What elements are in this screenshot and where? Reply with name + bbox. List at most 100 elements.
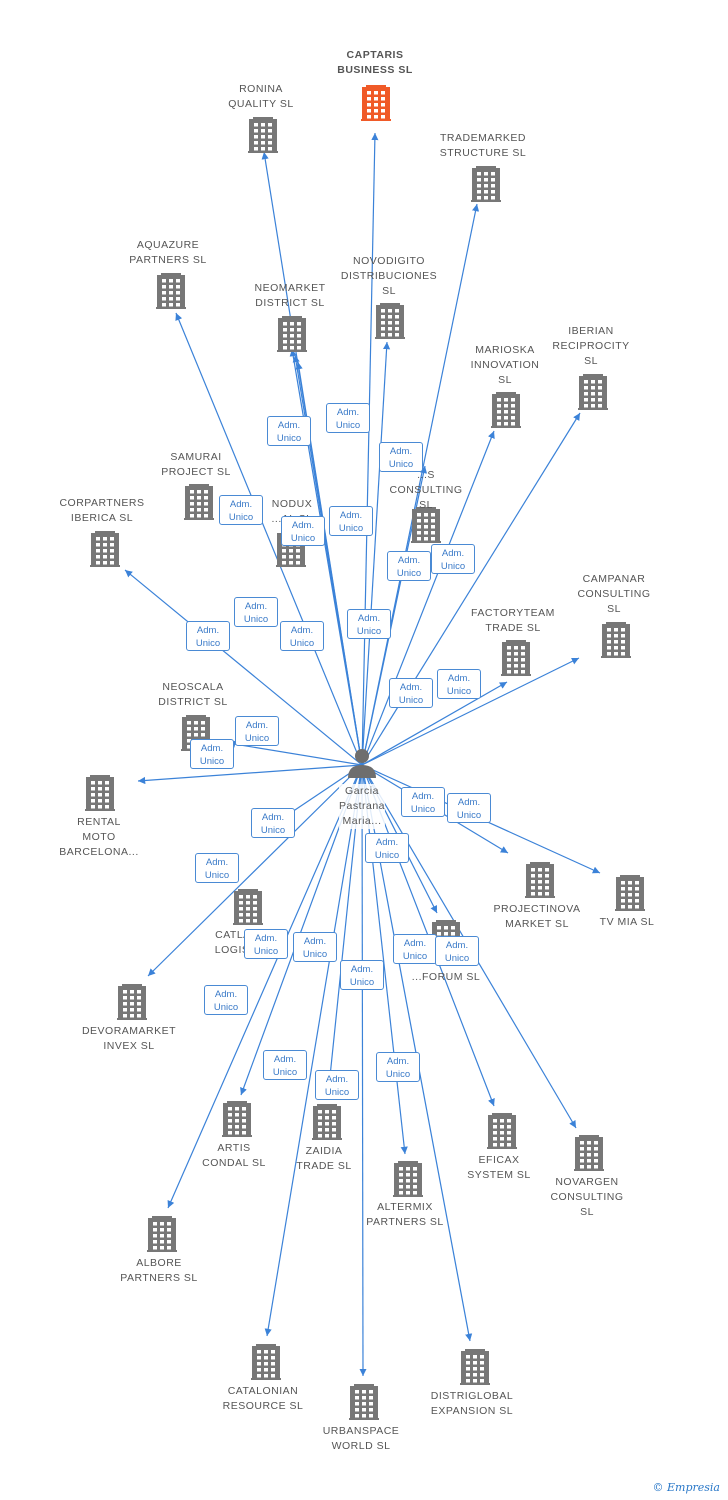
company-label-rental[interactable]: RENTAL MOTO BARCELONA... bbox=[59, 816, 139, 858]
catalonian-building-icon[interactable] bbox=[251, 1344, 281, 1380]
role-badge-trademarked[interactable]: Adm.Unico bbox=[379, 442, 423, 472]
albore-building-icon[interactable] bbox=[147, 1216, 177, 1252]
rental-building-icon[interactable] bbox=[85, 775, 115, 811]
role-badge-eficax[interactable]: Adm.Unico bbox=[393, 934, 437, 964]
node-layer bbox=[85, 85, 645, 1420]
role-badge-corpartners[interactable]: Adm.Unico bbox=[186, 621, 230, 651]
iberian-building-icon[interactable] bbox=[578, 374, 608, 410]
role-badge-marioska[interactable]: Adm.Unico bbox=[387, 551, 431, 581]
company-label-captaris[interactable]: CAPTARIS BUSINESS SL bbox=[337, 49, 413, 76]
role-badge-campanar[interactable]: Adm.Unico bbox=[437, 669, 481, 699]
corpartners-building-icon[interactable] bbox=[90, 531, 120, 567]
company-label-zaidia[interactable]: ZAIDIA TRADE SL bbox=[296, 1145, 352, 1172]
artis-building-icon[interactable] bbox=[222, 1101, 252, 1137]
zaidia-building-icon[interactable] bbox=[312, 1104, 342, 1140]
role-badge-line2: Unico bbox=[338, 523, 364, 534]
company-label-devoramarket[interactable]: DEVORAMARKET INVEX SL bbox=[81, 1025, 177, 1052]
company-label-iberian[interactable]: IBERIAN RECIPROCITY SL bbox=[552, 325, 630, 367]
aquazure-building-icon[interactable] bbox=[156, 273, 186, 309]
company-label-marioska[interactable]: MARIOSKA INNOVATION SL bbox=[470, 344, 540, 386]
role-badge-neoscala[interactable]: Adm.Unico bbox=[235, 716, 279, 746]
role-badge-rental[interactable]: Adm.Unico bbox=[190, 739, 234, 769]
samurai-building-icon[interactable] bbox=[184, 484, 214, 520]
company-label-urbanspace[interactable]: URBANSPACE WORLD SL bbox=[322, 1425, 400, 1452]
company-label-artis[interactable]: ARTIS CONDAL SL bbox=[202, 1142, 266, 1169]
captaris-building-icon[interactable] bbox=[361, 85, 391, 121]
company-label-factoryteam[interactable]: FACTORYTEAM TRADE SL bbox=[471, 607, 555, 634]
company-label-projectinova[interactable]: PROJECTINOVA MARKET SL bbox=[493, 903, 581, 930]
role-badge-samurai[interactable]: Adm.Unico bbox=[234, 597, 278, 627]
company-label-altermix[interactable]: ALTERMIX PARTNERS SL bbox=[366, 1201, 444, 1228]
company-label-consulting_mid[interactable]: ...S CONSULTING SL bbox=[389, 469, 463, 511]
role-badge-novargen[interactable]: Adm.Unico bbox=[435, 936, 479, 966]
company-label-albore[interactable]: ALBORE PARTNERS SL bbox=[120, 1257, 198, 1284]
role-badge-ronina[interactable]: Adm.Unico bbox=[267, 416, 311, 446]
trademarked-building-icon[interactable] bbox=[471, 166, 501, 202]
neomarket-building-icon[interactable] bbox=[277, 316, 307, 352]
company-label-neoscala[interactable]: NEOSCALA DISTRICT SL bbox=[158, 681, 228, 708]
role-badge-line2: Unico bbox=[228, 512, 254, 523]
catland-building-icon[interactable] bbox=[233, 889, 263, 925]
company-label-forum[interactable]: ...FORUM SL bbox=[411, 971, 481, 983]
role-badge-line1: Adm. bbox=[273, 1054, 297, 1065]
role-badge-urbanspace[interactable]: Adm.Unico bbox=[315, 1070, 359, 1100]
role-badge-consulting_mid[interactable]: Adm.Unico bbox=[347, 609, 391, 639]
company-label-corpartners[interactable]: CORPARTNERS IBERICA SL bbox=[59, 497, 145, 524]
role-badge-captaris[interactable]: Adm.Unico bbox=[326, 403, 370, 433]
eficax-building-icon[interactable] bbox=[487, 1113, 517, 1149]
role-badge-factoryteam[interactable]: Adm.Unico bbox=[389, 678, 433, 708]
role-badge-albore[interactable]: Adm.Unico bbox=[204, 985, 248, 1015]
distriglobal-building-icon[interactable] bbox=[460, 1349, 490, 1385]
empresia-watermark[interactable]: © Empresia bbox=[653, 1481, 721, 1494]
ronina-building-icon[interactable] bbox=[248, 117, 278, 153]
company-label-tvmia[interactable]: TV MIA SL bbox=[599, 916, 655, 928]
role-badge-forum[interactable]: Adm.Unico bbox=[365, 833, 409, 863]
company-label-campanar[interactable]: CAMPANAR CONSULTING SL bbox=[577, 573, 651, 615]
factoryteam-building-icon[interactable] bbox=[501, 640, 531, 676]
role-badge-tvmia[interactable]: Adm.Unico bbox=[447, 793, 491, 823]
edge-rental bbox=[137, 764, 363, 785]
company-label-ronina[interactable]: RONINA QUALITY SL bbox=[228, 83, 294, 110]
consulting_mid-building-icon[interactable] bbox=[411, 507, 441, 543]
novodigito-building-icon[interactable] bbox=[375, 303, 405, 339]
role-badge-catalonian[interactable]: Adm.Unico bbox=[263, 1050, 307, 1080]
role-badge-distriglobal[interactable]: Adm.Unico bbox=[376, 1052, 420, 1082]
company-label-distriglobal[interactable]: DISTRIGLOBAL EXPANSION SL bbox=[430, 1390, 514, 1417]
altermix-building-icon[interactable] bbox=[393, 1161, 423, 1197]
role-badge-altermix[interactable]: Adm.Unico bbox=[340, 960, 384, 990]
company-label-catalonian[interactable]: CATALONIAN RESOURCE SL bbox=[222, 1385, 304, 1412]
projectinova-building-icon[interactable] bbox=[525, 862, 555, 898]
role-badge-line2: Unico bbox=[440, 561, 466, 572]
role-badge-artis[interactable]: Adm.Unico bbox=[244, 929, 288, 959]
role-badge-aquazure[interactable]: Adm.Unico bbox=[219, 495, 263, 525]
role-badge-line2: Unico bbox=[244, 733, 270, 744]
role-badge-zaidia[interactable]: Adm.Unico bbox=[293, 932, 337, 962]
marioska-building-icon[interactable] bbox=[491, 392, 521, 428]
company-label-samurai[interactable]: SAMURAI PROJECT SL bbox=[161, 451, 231, 478]
role-badge-neomarket[interactable]: Adm.Unico bbox=[281, 516, 325, 546]
company-label-trademarked[interactable]: TRADEMARKED STRUCTURE SL bbox=[439, 132, 527, 159]
devoramarket-building-icon[interactable] bbox=[117, 984, 147, 1020]
role-badge-devoramarket[interactable]: Adm.Unico bbox=[195, 853, 239, 883]
person-name-label[interactable]: Garcia Pastrana Maria... bbox=[338, 784, 386, 829]
role-badge-catland[interactable]: Adm.Unico bbox=[251, 808, 295, 838]
role-badge-nodux[interactable]: Adm.Unico bbox=[280, 621, 324, 651]
copyright-icon: © bbox=[652, 1481, 664, 1494]
role-badge-projectinova[interactable]: Adm.Unico bbox=[401, 787, 445, 817]
company-label-novargen[interactable]: NOVARGEN CONSULTING SL bbox=[550, 1176, 624, 1218]
person-icon[interactable] bbox=[348, 749, 376, 778]
tvmia-building-icon[interactable] bbox=[615, 875, 645, 911]
role-badge-iberian[interactable]: Adm.Unico bbox=[431, 544, 475, 574]
urbanspace-building-icon[interactable] bbox=[349, 1384, 379, 1420]
role-badge-line2: Unico bbox=[253, 946, 279, 957]
role-badge-line1: Adm. bbox=[261, 812, 285, 823]
role-badge-novodigito[interactable]: Adm.Unico bbox=[329, 506, 373, 536]
campanar-building-icon[interactable] bbox=[601, 622, 631, 658]
company-label-eficax[interactable]: EFICAX SYSTEM SL bbox=[467, 1154, 531, 1181]
novargen-building-icon[interactable] bbox=[574, 1135, 604, 1171]
edge-factoryteam bbox=[361, 681, 508, 766]
role-badge-line1: Adm. bbox=[357, 613, 381, 624]
company-label-neomarket[interactable]: NEOMARKET DISTRICT SL bbox=[254, 282, 326, 309]
company-label-novodigito[interactable]: NOVODIGITO DISTRIBUCIONES SL bbox=[340, 255, 438, 297]
company-label-aquazure[interactable]: AQUAZURE PARTNERS SL bbox=[129, 239, 207, 266]
